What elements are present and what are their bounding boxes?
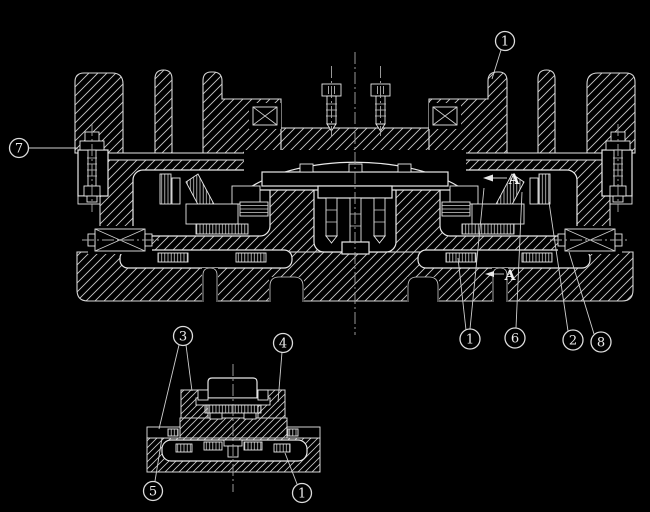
callout-3: 3 [158, 325, 194, 430]
ejector-pad [235, 252, 267, 263]
ejector-pad [157, 252, 189, 263]
main-section-view [74, 52, 636, 335]
return-bushing-left [82, 226, 160, 254]
return-bushing-right [550, 226, 628, 254]
callout-1-main: 1 [457, 187, 485, 350]
side-bolt-left [77, 124, 109, 212]
callout-2: 2 [548, 201, 584, 351]
side-bolt-right [601, 124, 633, 212]
cap-screw-right [370, 66, 391, 136]
callout-6: 6 [504, 191, 526, 349]
detail-left-flange [146, 426, 181, 439]
svg-text:7: 7 [15, 142, 23, 157]
ejector-pad [521, 252, 553, 263]
svg-text:2: 2 [569, 334, 577, 349]
svg-text:6: 6 [511, 332, 519, 347]
callout-1-top: 1 [491, 30, 516, 80]
svg-text:5: 5 [149, 485, 157, 500]
center-ejector-assembly [317, 185, 393, 255]
callout-4: 4 [272, 332, 294, 403]
detail-section-view [146, 364, 321, 492]
svg-text:3: 3 [179, 330, 187, 345]
detail-middle-plate [179, 417, 288, 439]
callout-8: 8 [568, 251, 612, 353]
section-label: A [508, 172, 521, 188]
svg-text:8: 8 [597, 336, 605, 351]
callout-1-detail: 1 [284, 452, 313, 504]
svg-text:1: 1 [501, 35, 509, 50]
spring-symbol [239, 201, 269, 217]
svg-text:4: 4 [279, 337, 287, 352]
guide-bushing-left [249, 103, 281, 129]
section-arrow-a-upper: A [483, 172, 521, 188]
left-slide-mechanism [159, 173, 269, 235]
svg-text:1: 1 [298, 487, 306, 502]
detail-right-flange [286, 426, 321, 439]
cap-screw-left [321, 66, 342, 136]
section-arrow-a-lower: A [485, 268, 517, 284]
detail-boss [207, 377, 258, 399]
callout-7: 7 [8, 137, 78, 159]
right-slide-mechanism [441, 173, 551, 235]
callout-5: 5 [142, 437, 164, 502]
section-label: A [504, 268, 517, 284]
guide-bushing-right [429, 103, 461, 129]
ejector-pad [445, 252, 477, 263]
svg-text:1: 1 [466, 333, 474, 348]
spring-symbol [441, 201, 471, 217]
